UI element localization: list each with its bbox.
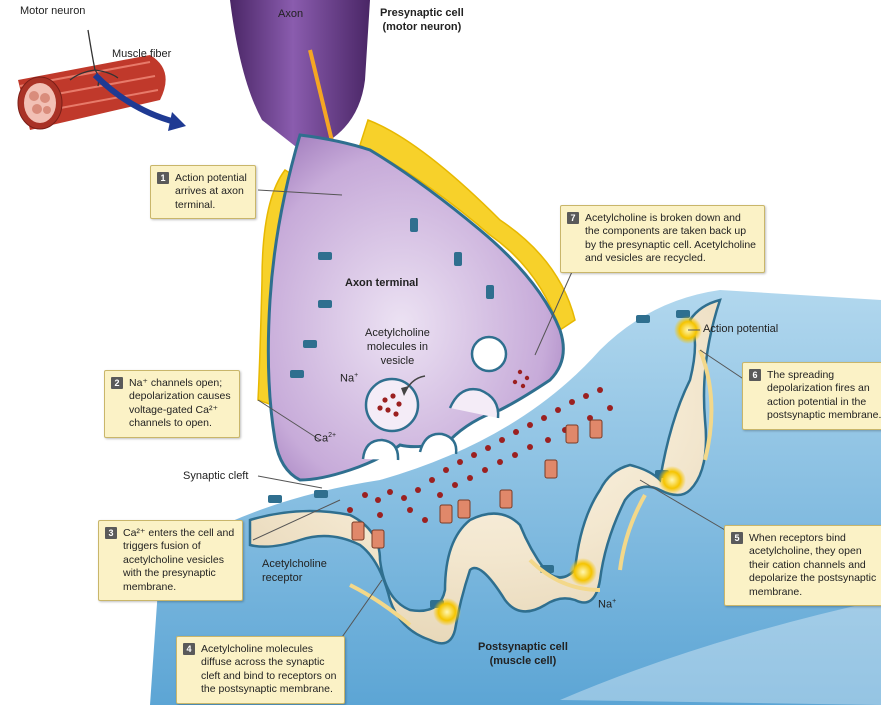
na-ion-label-upper: Na+ <box>340 372 358 386</box>
postsynaptic-cell-label: Postsynaptic cell (muscle cell) <box>478 641 568 669</box>
ca-ion-label: Ca2+ <box>314 432 336 446</box>
step-3-number: 3 <box>105 527 117 539</box>
synaptic-cleft-label: Synaptic cleft <box>183 470 248 484</box>
step-6-callout: 6 The spreading depolarization fires an … <box>742 362 881 430</box>
step-2-number: 2 <box>111 377 123 389</box>
step-4-callout: 4 Acetylcholine molecules diffuse across… <box>176 636 345 704</box>
action-potential-label: Action potential <box>703 323 778 337</box>
step-3-callout: 3 Ca²⁺ enters the cell and triggers fusi… <box>98 520 243 601</box>
step-1-callout: 1 Action potential arrives at axon termi… <box>150 165 256 219</box>
step-5-number: 5 <box>731 532 743 544</box>
step-6-number: 6 <box>749 369 761 381</box>
step-4-number: 4 <box>183 643 195 655</box>
motor-neuron-label: Motor neuron <box>20 5 85 19</box>
muscle-fiber-inset <box>18 30 186 131</box>
na-ion-label-lower: Na+ <box>598 598 616 612</box>
vesicle-label: Acetylcholine molecules in vesicle <box>365 327 430 368</box>
presynaptic-cell-label: Presynaptic cell (motor neuron) <box>380 7 464 35</box>
step-5-callout: 5 When receptors bind acetylcholine, the… <box>724 525 881 606</box>
step-7-callout: 7 Acetylcholine is broken down and the c… <box>560 205 765 273</box>
step-7-number: 7 <box>567 212 579 224</box>
acetylcholine-receptor-label: Acetylcholine receptor <box>262 558 327 586</box>
step-2-callout: 2 Na⁺ channels open; depolarization caus… <box>104 370 240 438</box>
axon-terminal-label: Axon terminal <box>345 277 418 291</box>
axon-label: Axon <box>278 8 303 22</box>
step-1-number: 1 <box>157 172 169 184</box>
muscle-fiber-label: Muscle fiber <box>112 48 171 62</box>
